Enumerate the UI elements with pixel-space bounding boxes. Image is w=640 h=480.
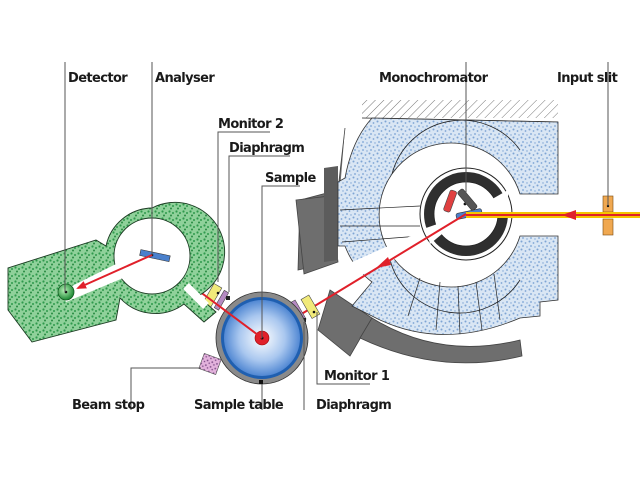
label-beam-stop: Beam stop <box>72 398 145 413</box>
leader-lines <box>64 62 609 410</box>
analyser-shielding <box>7 201 226 343</box>
beam-analyser-to-detector <box>76 254 153 289</box>
labels: Detector Analyser Monitor 2 Diaphragm Sa… <box>68 71 618 413</box>
label-sample: Sample <box>265 171 316 186</box>
label-diaphragm-top: Diaphragm <box>229 141 304 156</box>
beam-stop <box>198 353 222 375</box>
label-diaphragm-bottom: Diaphragm <box>316 398 391 413</box>
label-monitor-1: Monitor 1 <box>324 369 390 384</box>
label-sample-table: Sample table <box>194 398 284 413</box>
incident-beam <box>466 210 640 220</box>
monitor-1 <box>300 294 321 319</box>
label-monitor-2: Monitor 2 <box>218 117 283 132</box>
label-input-slit: Input slit <box>557 71 618 86</box>
label-detector: Detector <box>68 71 128 86</box>
label-monochromator: Monochromator <box>379 71 489 86</box>
monochromator-outer-shielding <box>295 127 523 364</box>
label-analyser: Analyser <box>155 71 215 86</box>
detector <box>57 283 75 301</box>
